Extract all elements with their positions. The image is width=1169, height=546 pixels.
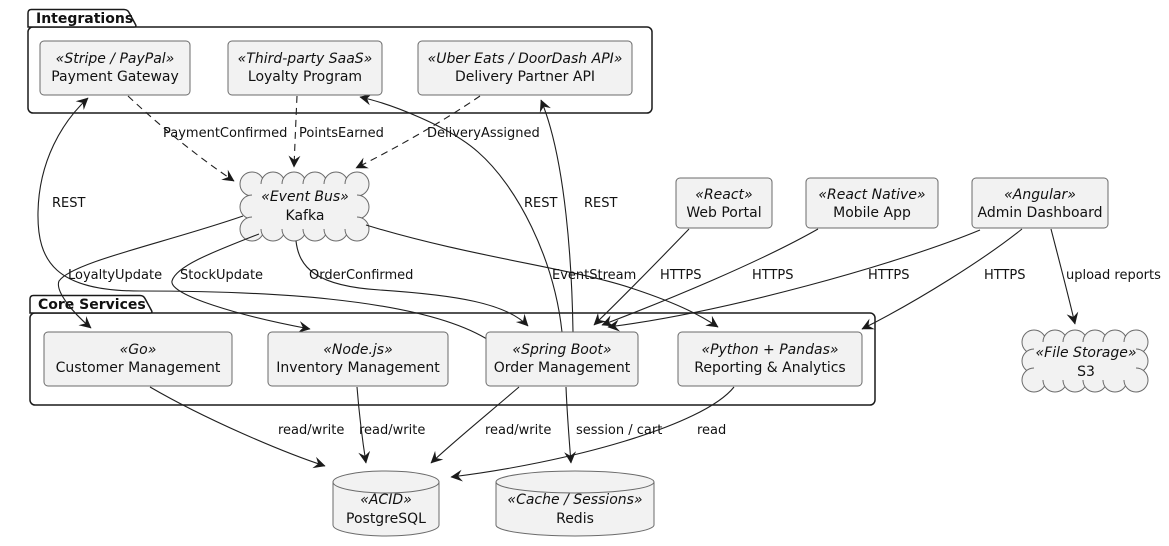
edge-rest-delivery <box>539 99 574 333</box>
loyalty-program-node <box>227 40 383 96</box>
redis-database <box>495 470 655 537</box>
edge-read-reporting-label: read <box>697 423 726 438</box>
order-management-node <box>485 331 639 387</box>
edge-read-reporting <box>450 386 735 482</box>
inventory-management-node <box>267 331 449 387</box>
edge-loyalty-update-label: LoyaltyUpdate <box>68 268 162 283</box>
core-services-body <box>29 312 876 406</box>
edge-loyalty-update <box>57 215 244 329</box>
order-management-name: Order Management <box>494 360 631 376</box>
edges <box>37 93 1079 482</box>
edge-rw-inventory <box>356 386 371 464</box>
edge-rw-customer-label: read/write <box>278 423 344 438</box>
edge-event-stream <box>365 224 719 328</box>
loyalty-program-stereotype: «Third-party SaaS» <box>238 51 373 67</box>
edge-stock-update-label: StockUpdate <box>180 268 263 283</box>
event-bus-name: Kafka <box>286 208 325 224</box>
file-storage-name: S3 <box>1077 364 1095 380</box>
edge-points-earned-label: PointsEarned <box>299 126 384 141</box>
web-portal-stereotype: «React» <box>695 187 752 203</box>
inventory-management-stereotype: «Node.js» <box>323 342 392 358</box>
reporting-analytics-stereotype: «Python + Pandas» <box>701 342 838 358</box>
cloud-core <box>252 184 357 229</box>
web-portal-node <box>675 177 773 229</box>
edge-payment-confirmed <box>127 95 235 182</box>
edge-rw-inventory-label: read/write <box>359 423 425 438</box>
postgresql-cylinder-top <box>332 470 440 494</box>
customer-management-stereotype: «Go» <box>120 342 157 358</box>
reporting-analytics-name: Reporting & Analytics <box>694 360 845 376</box>
edge-session-cart-label: session / cart <box>576 423 662 438</box>
customer-management-node <box>43 331 233 387</box>
edge-rest-payment <box>37 97 491 342</box>
event-bus-cloud <box>239 171 370 242</box>
redis-name: Redis <box>556 511 594 527</box>
edge-rw-customer <box>149 386 326 469</box>
edge-https-mobile <box>601 228 819 327</box>
delivery-partner-api-name: Delivery Partner API <box>455 69 595 85</box>
shape-labels: «Event Bus» Kafka «File Storage» S3 «ACI… <box>261 189 1136 527</box>
redis-cylinder-body <box>495 482 655 537</box>
reporting-analytics-node <box>677 331 863 387</box>
edge-order-confirmed-label: OrderConfirmed <box>309 268 413 283</box>
edge-points-earned <box>288 95 301 168</box>
edge-rest-loyalty <box>359 93 563 333</box>
edge-rest-payment-label: REST <box>52 196 85 211</box>
payment-gateway-node <box>39 40 191 96</box>
edge-rw-order-label: read/write <box>485 423 551 438</box>
delivery-partner-api-stereotype: «Uber Eats / DoorDash API» <box>428 51 623 67</box>
edge-delivery-assigned <box>355 95 481 169</box>
edge-https-web <box>593 228 690 326</box>
file-storage-stereotype: «File Storage» <box>1036 345 1137 361</box>
edge-delivery-assigned-label: DeliveryAssigned <box>427 126 540 141</box>
customer-management-name: Customer Management <box>56 360 221 376</box>
edge-upload-reports <box>1050 228 1079 325</box>
edge-event-stream-label: EventStream <box>552 268 636 283</box>
mobile-app-node <box>805 177 939 229</box>
edge-https-admin-reporting <box>861 228 1023 330</box>
cloud-core <box>1034 342 1136 380</box>
admin-dashboard-node <box>971 177 1109 229</box>
admin-dashboard-stereotype: «Angular» <box>1004 187 1076 203</box>
edge-labels: PaymentConfirmed PointsEarned DeliveryAs… <box>52 126 1161 438</box>
inventory-management-name: Inventory Management <box>276 360 440 376</box>
postgresql-name: PostgreSQL <box>346 511 426 527</box>
order-management-stereotype: «Spring Boot» <box>512 342 611 358</box>
edge-rest-delivery-label: REST <box>584 196 617 211</box>
integrations-tab <box>27 8 137 28</box>
nodes: «Stripe / PayPal» Payment Gateway «Third… <box>39 40 1109 387</box>
postgresql-cylinder-body <box>332 482 440 537</box>
file-storage-cloud <box>1021 329 1149 393</box>
mobile-app-stereotype: «React Native» <box>818 187 925 203</box>
redis-cylinder-top <box>495 470 655 494</box>
event-bus-stereotype: «Event Bus» <box>261 189 349 205</box>
edge-upload-reports-label: upload reports <box>1066 268 1161 283</box>
delivery-partner-api-node <box>417 40 633 96</box>
web-portal-name: Web Portal <box>686 205 761 221</box>
payment-gateway-stereotype: «Stripe / PayPal» <box>56 51 175 67</box>
integrations-label: Integrations <box>36 11 133 27</box>
edge-https-mobile-label: HTTPS <box>752 268 794 283</box>
postgresql-database <box>332 470 440 537</box>
core-services-label: Core Services <box>38 297 146 313</box>
edge-https-web-label: HTTPS <box>660 268 702 283</box>
edge-https-admin-reporting-label: HTTPS <box>984 268 1026 283</box>
mobile-app-name: Mobile App <box>833 205 911 221</box>
redis-stereotype: «Cache / Sessions» <box>507 492 642 508</box>
edge-https-admin-orders <box>607 229 981 332</box>
edge-rw-order <box>430 386 520 464</box>
edge-order-confirmed <box>295 240 529 327</box>
admin-dashboard-name: Admin Dashboard <box>977 205 1102 221</box>
loyalty-program-name: Loyalty Program <box>248 69 362 85</box>
edge-rest-loyalty-label: REST <box>524 196 557 211</box>
postgresql-stereotype: «ACID» <box>360 492 412 508</box>
edge-stock-update <box>171 233 311 333</box>
edge-https-admin-orders-label: HTTPS <box>868 268 910 283</box>
core-services-tab <box>29 294 153 314</box>
payment-gateway-name: Payment Gateway <box>51 69 179 85</box>
edge-payment-confirmed-label: PaymentConfirmed <box>163 126 287 141</box>
